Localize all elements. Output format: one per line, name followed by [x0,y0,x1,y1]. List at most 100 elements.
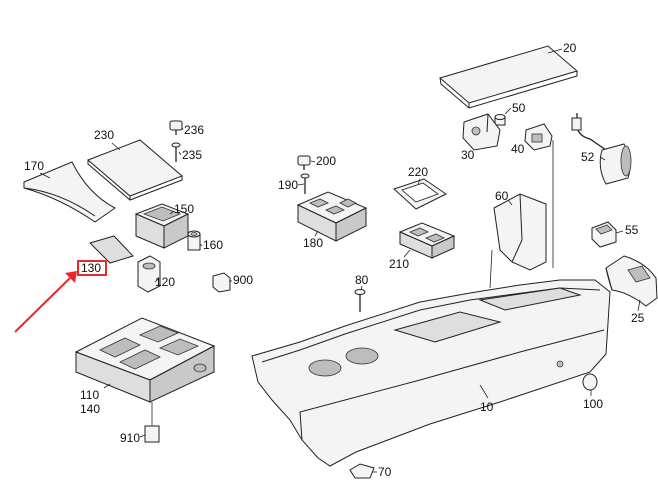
part-120-socket [137,255,161,293]
leader-lines [39,48,641,473]
highlight-box [77,260,107,276]
part-60-bracket [493,140,554,271]
tray-knob [193,363,207,373]
holder-30-hole [471,126,481,136]
part-210-module [398,222,456,259]
leader-236 [181,126,184,131]
socket-160-hole [190,232,198,236]
screw-190-head [300,173,310,179]
leader-25 [637,299,641,312]
console-10-armrest-recess [478,287,582,311]
bracket-60-edge [511,193,523,263]
part-910-clip [144,402,160,443]
callout-labels: 20 50 30 40 52 236 230 235 170 200 190 2… [24,41,645,479]
callout-20: 20 [563,41,577,55]
leader-55 [615,230,624,234]
callout-80: 80 [355,273,369,287]
part-900-clip [212,272,231,293]
callout-170: 170 [24,159,44,173]
callout-30: 30 [461,148,475,162]
callout-52: 52 [581,150,595,164]
callout-140: 140 [80,402,100,416]
insert-55-top [595,224,613,235]
leader-150 [169,210,175,215]
console-10-cupholder [308,359,342,377]
lid-170-body [23,161,116,223]
part-160-socket [187,230,201,251]
callout-910: 910 [120,431,140,445]
callout-160: 160 [203,238,223,252]
part-70-clip [349,463,375,479]
nut-236-head [169,120,183,131]
leader-60-vertical [489,249,493,289]
callout-900: 900 [233,273,253,287]
plate-130-body [89,235,134,264]
leader-230 [111,142,121,151]
end-cap-25-recess [627,265,651,283]
callout-40: 40 [511,142,525,156]
end-cap-25-edge [605,267,613,291]
part-220-frame [393,178,447,210]
leader-910 [139,434,146,438]
part-230-panel [87,139,183,201]
part-50-bushing [494,114,506,126]
tray-side [149,345,215,403]
callout-100: 100 [583,397,603,411]
leader-190 [297,183,305,186]
callout-110: 110 [80,388,99,402]
holder-30-body [462,113,501,151]
part-200-nut [297,155,311,170]
leader-60 [507,199,513,206]
leader-235 [178,151,182,156]
module-210-button [425,233,445,243]
part-130-plate [89,235,134,264]
callout-190: 190 [278,178,298,192]
leader-120 [154,278,159,283]
module-210-side [431,235,455,259]
frame-220-opening [401,182,439,203]
leader-110 [103,383,111,389]
part-20-panel [438,45,579,109]
socket-120-hole [142,262,156,270]
callout-180: 180 [303,236,323,250]
cable-52-plug [571,117,582,131]
callout-200: 200 [316,154,336,168]
leader-160 [199,243,203,247]
switch-panel-180-button [325,205,345,215]
leader-210 [403,249,411,258]
panel-20-top [438,45,579,104]
lid-170-edge [23,187,96,217]
callout-120: 120 [155,275,175,289]
console-10-cupholder [345,347,379,365]
highlight-arrow-head [65,271,77,283]
switch-panel-180-side [335,207,367,242]
callout-230: 230 [94,128,114,142]
part-25-end-cap [605,255,658,307]
switch-panel-180-button [309,198,329,208]
part-100-plug [582,373,598,391]
holder-30-edge [486,113,489,133]
callout-10: 10 [480,400,494,414]
part-52-cable-socket [571,113,632,185]
nut-200-head [297,155,311,166]
bushing-50-top [494,114,506,120]
compartment-150-recess [142,206,182,222]
part-235-screw [171,142,181,162]
console-10-lower-edge [299,329,605,441]
screw-235-head [171,142,181,148]
part-30-holder [462,113,501,151]
tray-cell [119,349,161,370]
clip-900-body [212,272,231,293]
callout-50: 50 [512,101,526,115]
part-10-center-console [251,279,611,467]
leader-220 [417,178,421,186]
module-210-button [409,227,429,237]
part-170-lid [23,161,116,223]
part-80-screw [354,289,366,312]
part-236-nut [169,120,183,135]
leader-180 [314,230,319,237]
callout-150: 150 [174,202,194,216]
end-cap-25-body [605,255,658,307]
callout-210: 210 [389,257,409,271]
